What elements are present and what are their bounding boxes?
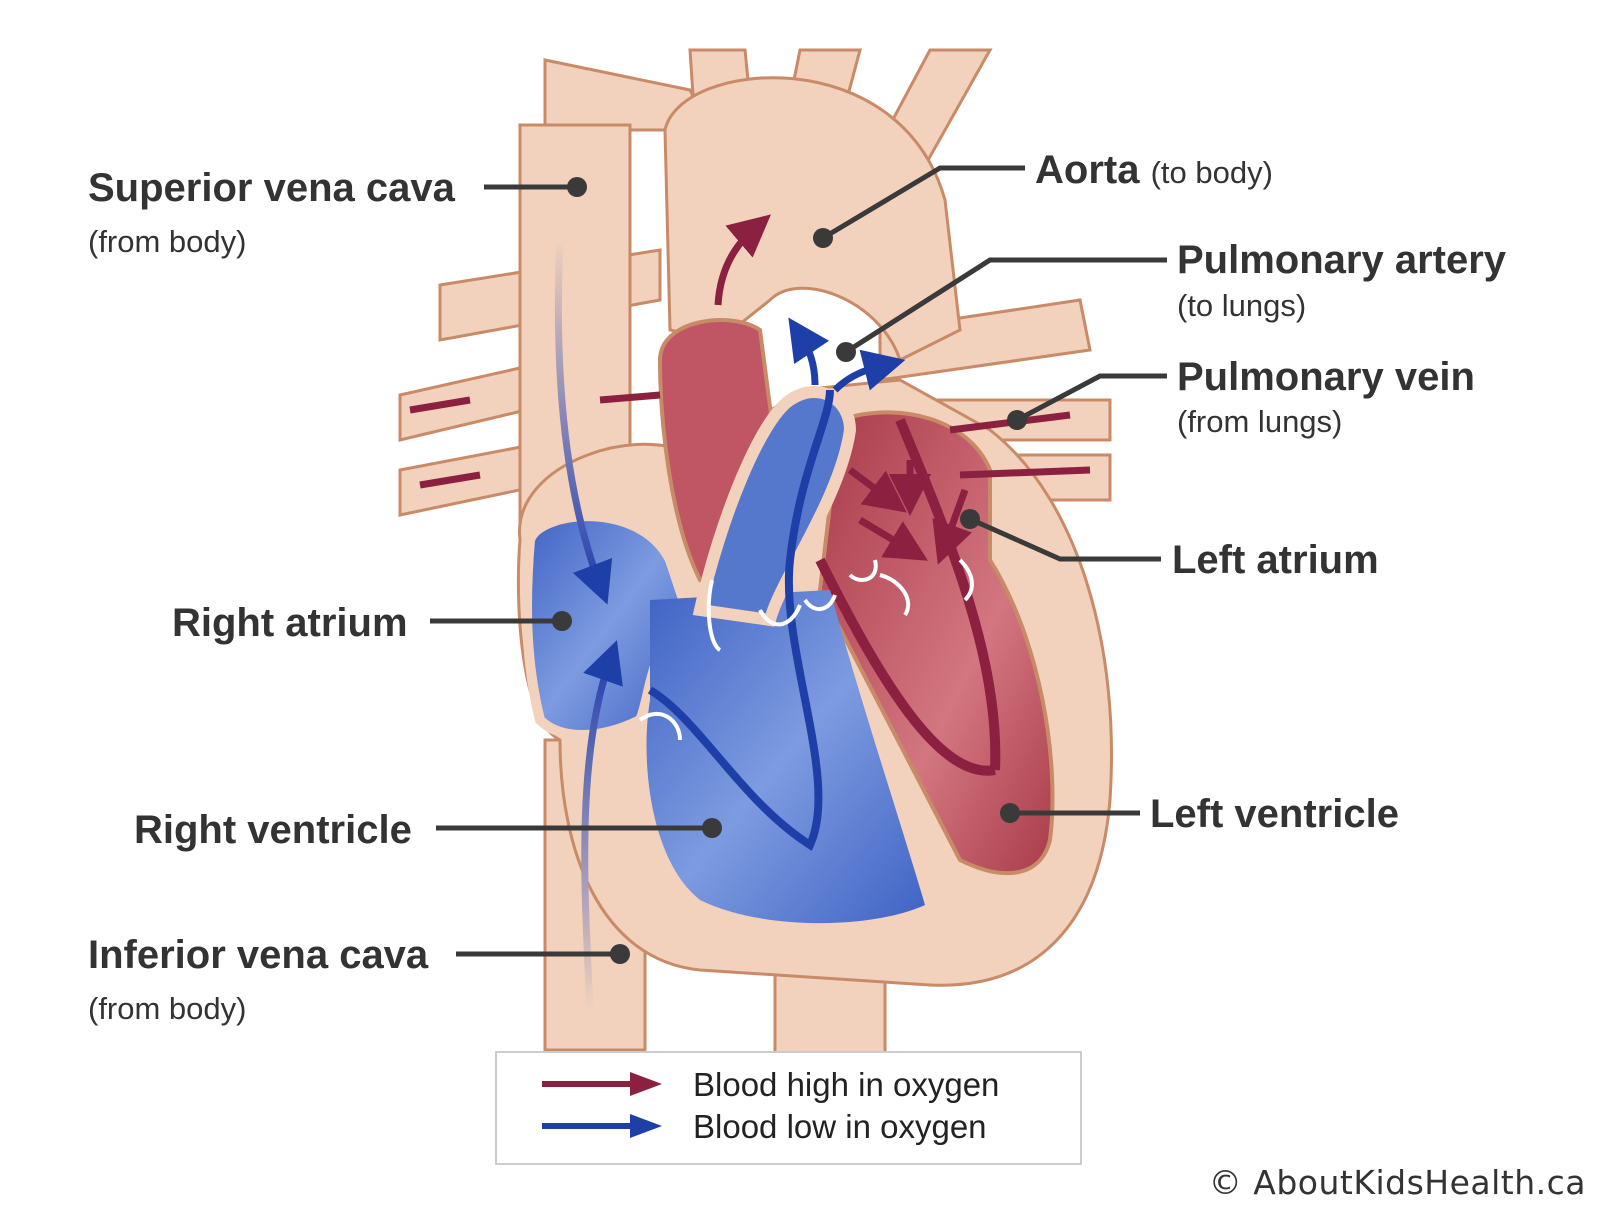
leader-dots <box>552 177 1027 964</box>
label-aorta: Aorta (to body) <box>1035 150 1273 190</box>
legend-box <box>495 1051 1082 1165</box>
note-aorta: (to body) <box>1150 155 1273 190</box>
leader-lines <box>430 165 1167 957</box>
legend-oxygen-poor-arrowhead <box>630 1114 662 1138</box>
label-right-atrium: Right atrium <box>172 601 408 645</box>
legend-label-low-oxygen: Blood low in oxygen <box>693 1108 987 1145</box>
note-pulmonary-artery: (to lungs) <box>1177 288 1307 323</box>
label-superior-vena-cava: Superior vena cava <box>88 166 455 210</box>
note-inferior-vena-cava: (from body) <box>88 991 247 1026</box>
label-inferior-vena-cava: Inferior vena cava <box>88 933 429 977</box>
label-left-atrium: Left atrium <box>1172 538 1379 582</box>
legend <box>495 1051 1082 1165</box>
legend-oxygen-rich-arrowhead <box>630 1072 662 1096</box>
label-left-ventricle: Left ventricle <box>1150 792 1399 836</box>
copyright-credit: © AboutKidsHealth.ca <box>1208 1163 1586 1202</box>
note-superior-vena-cava: (from body) <box>88 224 247 259</box>
label-pulmonary-artery: Pulmonary artery <box>1177 238 1507 282</box>
label-right-ventricle: Right ventricle <box>134 808 412 852</box>
flow-arrows-oxygen-poor <box>554 239 906 1011</box>
label-pulmonary-vein: Pulmonary vein <box>1177 355 1475 399</box>
label-aorta-name: Aorta <box>1035 148 1140 192</box>
note-pulmonary-vein: (from lungs) <box>1177 404 1343 439</box>
legend-label-high-oxygen: Blood high in oxygen <box>693 1066 1000 1103</box>
right-chambers <box>522 385 925 924</box>
